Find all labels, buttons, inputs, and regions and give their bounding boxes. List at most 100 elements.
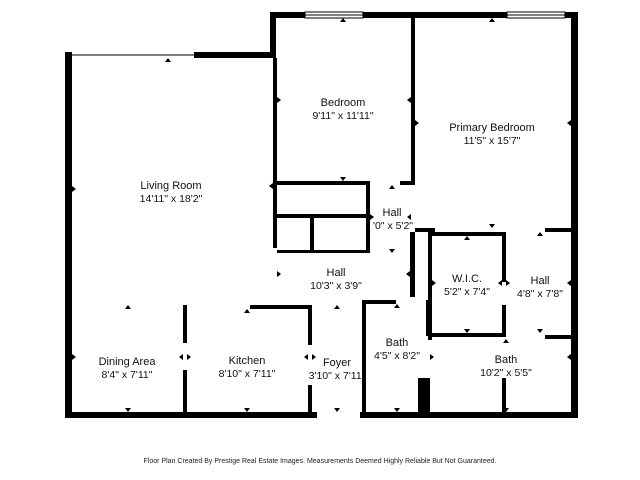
room-name: Bedroom <box>321 97 366 109</box>
room-name: W.I.C. <box>452 273 482 285</box>
room-dimensions: 4'5" x 8'2" <box>374 350 420 362</box>
tick-arrow-icon <box>362 354 366 360</box>
room-living-room: Living Room 14'11" x 18'2" <box>140 180 203 205</box>
tick-arrow-icon <box>370 214 374 220</box>
wall-primary-south <box>415 228 435 232</box>
wall-bottom-right <box>360 412 578 418</box>
room-hall-main: Hall 10'3" x 3'9" <box>310 267 362 292</box>
tick-arrow-icon <box>165 58 171 62</box>
tick-arrow-icon <box>406 271 410 277</box>
room-dimensions: 10'3" x 3'9" <box>310 280 362 292</box>
wall-bath-right-west-low <box>502 378 506 414</box>
interior-walls <box>183 18 575 415</box>
wall-wic-top <box>428 232 506 236</box>
wall-closet-top <box>277 214 370 218</box>
room-foyer: Foyer 3'10" x 7'11" <box>309 357 366 382</box>
room-name: Hall <box>531 275 550 287</box>
tick-arrow-icon <box>394 304 400 308</box>
room-hall-right: Hall 4'8" x 7'8" <box>517 275 563 300</box>
room-dimensions: 10'2" x 5'5" <box>480 367 532 379</box>
room-name: Bath <box>386 337 409 349</box>
tick-arrow-icon <box>340 177 346 181</box>
tick-arrow-icon <box>567 354 571 360</box>
room-dimensions: 14'11" x 18'2" <box>140 193 203 205</box>
room-dimensions: 5'2" x 7'4" <box>444 286 490 298</box>
tick-arrow-icon <box>312 354 316 360</box>
tick-arrow-icon <box>503 339 509 343</box>
wall-right <box>571 12 578 418</box>
room-name: Dining Area <box>99 356 157 368</box>
wall-bath-right-top <box>545 335 575 339</box>
tick-arrow-icon <box>432 280 436 286</box>
room-kitchen: Kitchen 8'10" x 7'11" <box>219 355 276 380</box>
room-dimensions: 9'11" x 11'11" <box>312 110 373 122</box>
wall-kitchen-top <box>250 305 312 309</box>
room-dimensions: '0" x 5'2" <box>373 220 413 232</box>
tick-arrow-icon <box>394 408 400 412</box>
room-dining-area: Dining Area 8'4" x 7'11" <box>99 356 157 381</box>
tick-arrow-icon <box>430 354 434 360</box>
tick-arrow-icon <box>407 97 411 103</box>
wall-kitchen-east <box>308 305 312 345</box>
wall-hall-east <box>410 232 415 297</box>
room-name: Kitchen <box>229 355 266 367</box>
wall-bedroom-south-a <box>273 181 368 185</box>
tick-arrow-icon <box>389 185 395 189</box>
tick-arrow-icon <box>125 305 131 309</box>
room-name: Living Room <box>140 180 201 192</box>
wall-wic-west <box>428 232 432 340</box>
wall-kitchen-west-low <box>183 370 187 414</box>
tick-arrow-icon <box>125 408 131 412</box>
tick-arrow-icon <box>304 354 308 360</box>
wall-closet-bottom <box>418 378 430 418</box>
room-hall-small: Hall '0" x 5'2" <box>373 207 413 232</box>
room-wic: W.I.C. 5'2" x 7'4" <box>444 273 490 298</box>
room-primary-bedroom: Primary Bedroom 11'5" x 15'7" <box>449 122 535 147</box>
tick-arrow-icon <box>277 271 281 277</box>
wall-top <box>270 12 578 18</box>
wall-hall-right-top <box>545 228 575 232</box>
wall-closet-bottom-line <box>277 250 370 253</box>
wall-wic-east-low <box>502 305 506 337</box>
room-bath-left: Bath 4'5" x 8'2" <box>374 337 420 362</box>
dimension-ticks <box>72 18 571 412</box>
tick-arrow-icon <box>187 354 191 360</box>
tick-arrow-icon <box>277 97 281 103</box>
wall-bath-left-east <box>426 300 430 336</box>
room-dimensions: 8'4" x 7'11" <box>102 369 153 381</box>
wall-bedroom-west <box>273 58 277 248</box>
wall-bath-left-top <box>366 300 396 304</box>
tick-arrow-icon <box>72 354 76 360</box>
tick-arrow-icon <box>334 305 340 309</box>
windows <box>72 11 566 58</box>
tick-arrow-icon <box>72 186 76 192</box>
tick-arrow-icon <box>489 18 495 22</box>
tick-arrow-icon <box>389 249 395 253</box>
tick-arrow-icon <box>464 329 470 333</box>
tick-arrow-icon <box>244 408 250 412</box>
room-name: Bath <box>495 354 518 366</box>
wall-closet-divider <box>310 218 314 252</box>
room-bath-right: Bath 10'2" x 5'5" <box>480 354 532 379</box>
footer-disclaimer: Floor Plan Created By Prestige Real Esta… <box>143 458 497 465</box>
tick-arrow-icon <box>340 18 346 22</box>
room-name: Hall <box>327 267 346 279</box>
room-name: Foyer <box>323 357 351 369</box>
wall-wic-east <box>502 232 506 282</box>
tick-arrow-icon <box>567 120 571 126</box>
tick-arrow-icon <box>415 120 419 126</box>
tick-arrow-icon <box>179 354 183 360</box>
wall-bottom-left <box>65 412 317 418</box>
room-name: Primary Bedroom <box>449 122 535 134</box>
tick-arrow-icon <box>407 214 411 220</box>
room-dimensions: 4'8" x 7'8" <box>517 288 563 300</box>
room-dimensions: 11'5" x 15'7" <box>464 135 521 147</box>
tick-arrow-icon <box>537 329 543 333</box>
tick-arrow-icon <box>334 408 340 412</box>
tick-arrow-icon <box>567 280 571 286</box>
wall-bedroom-left <box>270 12 276 58</box>
room-dimensions: 3'10" x 7'11" <box>309 370 366 382</box>
tick-arrow-icon <box>244 309 250 313</box>
tick-arrow-icon <box>506 280 510 286</box>
